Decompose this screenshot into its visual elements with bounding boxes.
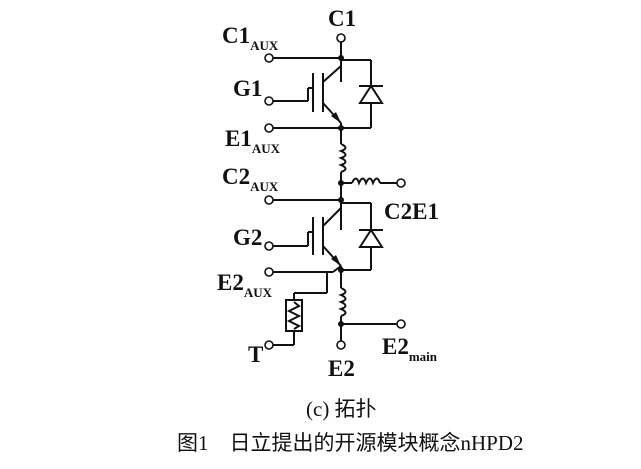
label-e2-aux: E2AUX: [217, 270, 273, 300]
terminal-c1-aux: [264, 53, 274, 63]
terminal-e2: [336, 340, 346, 350]
diode-upper: [358, 84, 384, 104]
igbt1-emitter-arrow: [331, 112, 341, 123]
terminal-t: [264, 340, 274, 350]
label-t: T: [248, 342, 263, 367]
thermistor: [285, 299, 303, 332]
terminal-g2: [264, 241, 274, 251]
label-e2-main: E2main: [382, 334, 438, 364]
label-c2e1: C2E1: [384, 199, 439, 224]
label-e1-aux: E1AUX: [225, 126, 281, 156]
terminal-c2e1: [396, 178, 406, 188]
figure-caption: 图1 日立提出的开源模块概念nHPD2: [177, 431, 524, 455]
terminal-e1-aux: [264, 123, 274, 133]
label-e2: E2: [328, 356, 355, 381]
igbt-lower: [308, 217, 341, 266]
junction-dots: [338, 55, 344, 327]
label-c2-aux: C2AUX: [222, 164, 279, 194]
label-c1: C1: [328, 6, 356, 31]
diode-lower: [358, 228, 384, 248]
terminal-c1: [336, 33, 346, 43]
subcaption: (c) 拓扑: [306, 397, 377, 421]
terminal-c2-aux: [264, 195, 274, 205]
label-g1: G1: [233, 76, 262, 101]
terminal-g1: [264, 96, 274, 106]
terminal-markers: [264, 33, 406, 350]
igbt2-emitter-arrow: [331, 255, 341, 266]
label-g2: G2: [233, 225, 262, 250]
inductor-series-lower: [338, 287, 347, 317]
inductor-c2e1: [351, 177, 381, 186]
inductor-series-upper: [338, 143, 347, 173]
igbt-upper: [308, 73, 341, 123]
label-c1-aux: C1AUX: [222, 23, 279, 53]
terminal-e2-main: [396, 319, 406, 329]
terminal-e2-aux: [264, 267, 274, 277]
terminal-labels: C1 C1AUX G1 E1AUX C2AUX C2E1 G2 E2AUX T …: [217, 6, 439, 381]
